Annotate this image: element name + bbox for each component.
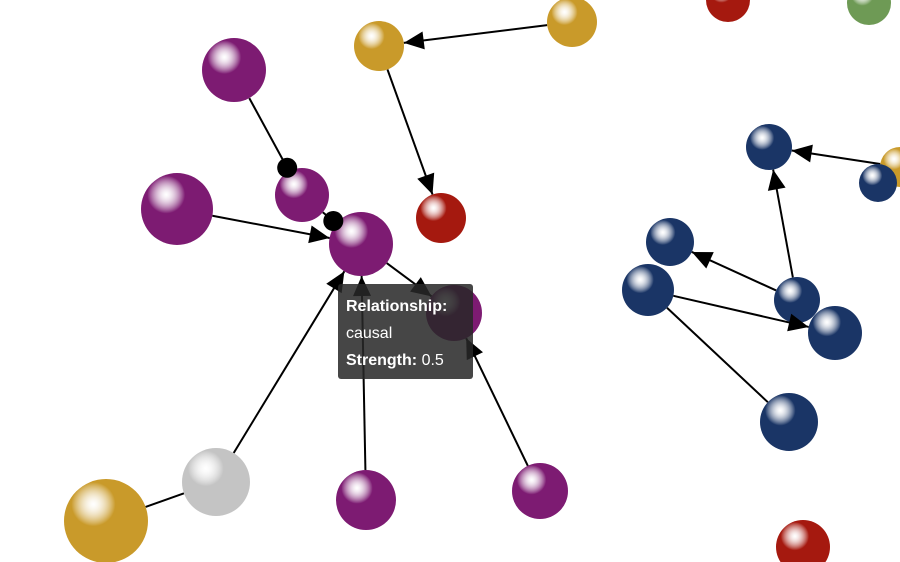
- edge-gold-mid-to-red-mid[interactable]: [386, 69, 434, 195]
- dothead-purple-top-to-purple-small: [277, 157, 298, 178]
- node-layer: [64, 0, 900, 562]
- node-purple-top[interactable]: [202, 38, 266, 102]
- node-navy-left-large[interactable]: [622, 264, 674, 316]
- tooltip-strength-key: Strength:: [346, 352, 418, 369]
- arrowhead-purple-left-to-purple-hub: [308, 225, 330, 244]
- node-navy-top-right[interactable]: [859, 164, 897, 202]
- node-red-top[interactable]: [706, 0, 750, 22]
- edge-tooltip: Relationship: causal Strength: 0.5: [338, 284, 473, 379]
- edge-gold-top-right-to-gold-mid[interactable]: [403, 24, 548, 44]
- node-purple-bottom[interactable]: [336, 470, 396, 530]
- node-grey-node[interactable]: [182, 448, 250, 516]
- node-green-corner[interactable]: [847, 0, 891, 25]
- node-purple-bottom-right[interactable]: [512, 463, 568, 519]
- node-purple-hub[interactable]: [329, 212, 393, 276]
- node-gold-top-right[interactable]: [547, 0, 597, 47]
- arrowhead-gold-mid-to-red-mid: [417, 172, 435, 195]
- edge-gold-bottom-left-to-grey-node[interactable]: [145, 492, 185, 508]
- tooltip-relationship-value-row: causal: [346, 320, 465, 347]
- edge-navy-bottom-to-navy-left-large[interactable]: [666, 307, 769, 403]
- node-purple-small[interactable]: [275, 168, 329, 222]
- edge-purple-bottom-right-to-purple-right[interactable]: [465, 337, 529, 467]
- edge-grey-node-to-purple-hub[interactable]: [232, 270, 346, 454]
- node-gold-bottom-left[interactable]: [64, 479, 148, 562]
- node-navy-right[interactable]: [808, 306, 862, 360]
- node-gold-mid[interactable]: [354, 21, 404, 71]
- dothead-purple-small-to-purple-hub: [323, 210, 344, 231]
- arrowhead-navy-center-to-navy-left: [691, 251, 714, 269]
- edge-navy-left-large-to-navy-right[interactable]: [673, 294, 809, 328]
- arrowhead-gold-top-right-to-gold-mid: [403, 31, 425, 50]
- arrowhead-gold-edge-right-to-navy-top: [791, 144, 813, 163]
- node-navy-left[interactable]: [646, 218, 694, 266]
- tooltip-strength-row: Strength: 0.5: [346, 347, 465, 374]
- arrowhead-navy-center-to-navy-top: [767, 169, 786, 191]
- tooltip-relationship-row: Relationship:: [346, 293, 465, 320]
- node-navy-bottom[interactable]: [760, 393, 818, 451]
- node-navy-center[interactable]: [774, 277, 820, 323]
- node-red-bottom[interactable]: [776, 520, 830, 562]
- arrowhead-navy-left-large-to-navy-right: [787, 313, 809, 332]
- node-red-mid[interactable]: [416, 193, 466, 243]
- node-purple-left[interactable]: [141, 173, 213, 245]
- tooltip-relationship-key: Relationship:: [346, 298, 448, 315]
- tooltip-relationship-value: causal: [346, 325, 393, 342]
- tooltip-strength-value: 0.5: [421, 352, 444, 369]
- node-navy-top[interactable]: [746, 124, 792, 170]
